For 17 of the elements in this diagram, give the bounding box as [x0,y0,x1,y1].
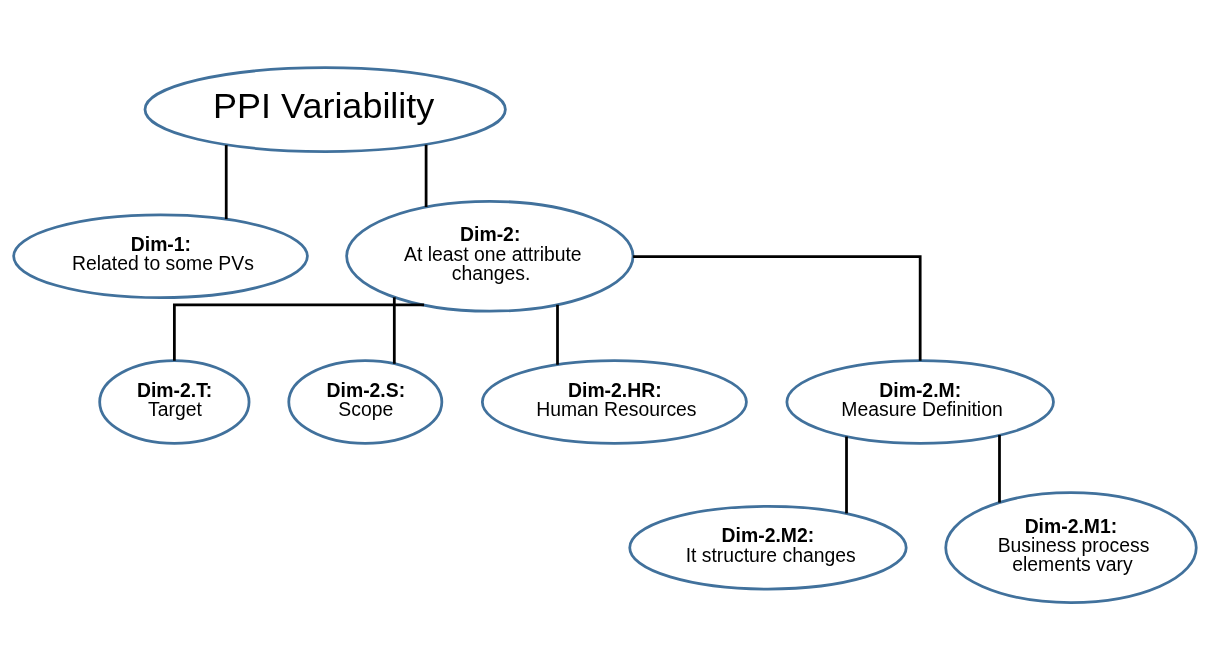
node-ellipse: Dim-2.S: Scope [287,358,444,445]
connector [392,296,396,364]
connector [845,436,848,513]
node-ellipse: Dim-2: At least one attribute changes. [345,199,635,313]
node-ellipse: Dim-2.T: Target [98,358,251,445]
node-ellipse: PPI Variability [143,65,507,153]
node-ellipse: Dim-2.HR: Human Resources [480,358,748,445]
connector [998,434,1001,503]
node-ellipse: Dim-2.M: Measure Definition [785,358,1055,445]
connector [633,254,922,361]
connector [424,144,428,207]
node-ellipse: Dim-2.M1: Business process elements vary [944,490,1198,604]
connector [173,303,425,361]
connector [224,144,228,219]
connector [556,304,559,365]
node-ellipse: Dim-2.M2: It structure changes [628,504,908,590]
node-ellipse: Dim-1: Related to some PVs [12,213,309,299]
